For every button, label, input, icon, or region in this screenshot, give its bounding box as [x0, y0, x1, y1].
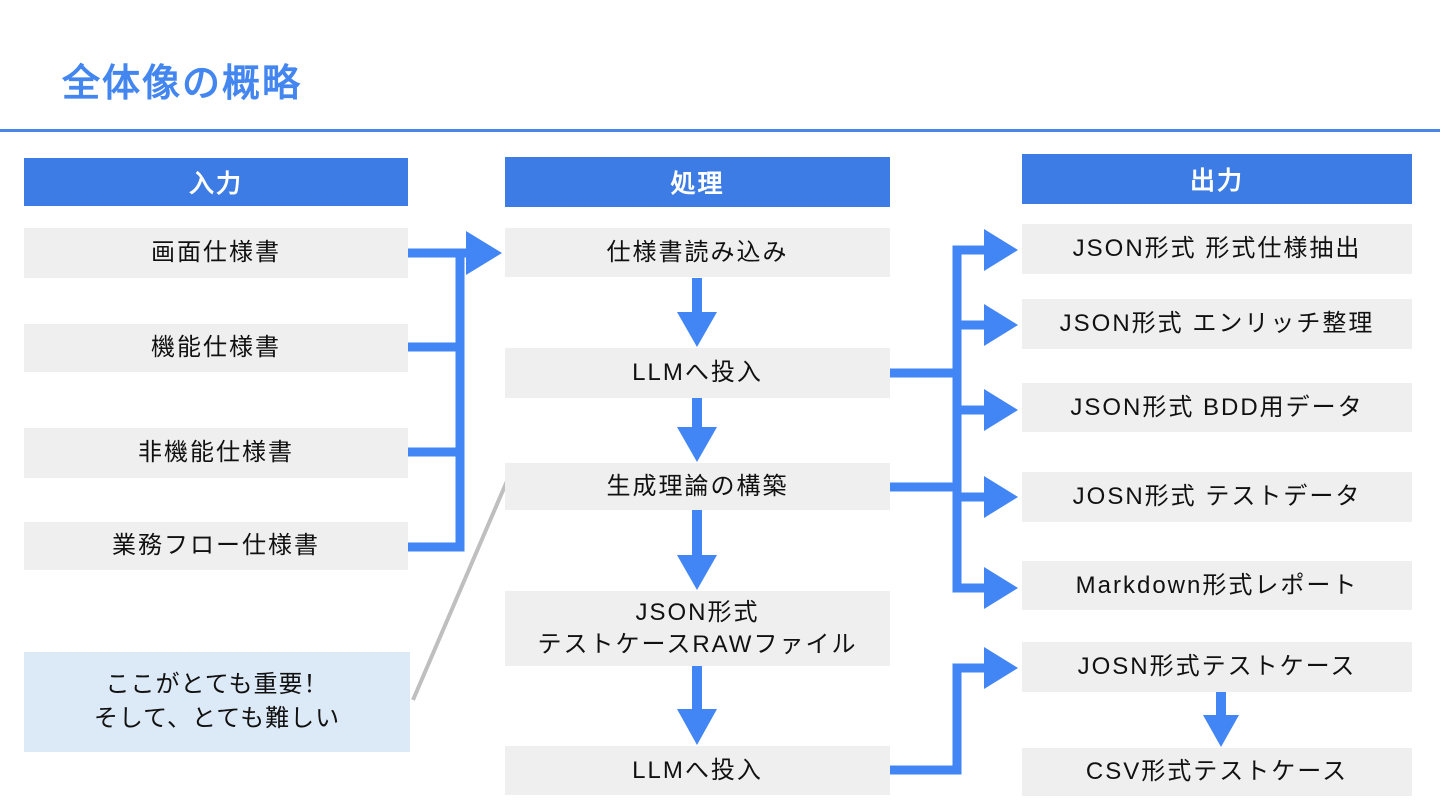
arrow-step2-step3-head [677, 427, 717, 462]
node-json-spec-extract: JSON形式 形式仕様抽出 [1022, 224, 1412, 274]
arrow-step3-step4-head [677, 555, 717, 590]
arrowhead-output-6 [984, 647, 1018, 689]
arrow-josn-csv-head [1203, 715, 1239, 747]
arrowhead-output-5 [984, 567, 1018, 609]
arrow-step1-step2-head [677, 312, 717, 347]
node-functional-spec: 機能仕様書 [24, 324, 408, 372]
output-column-header: 出力 [1022, 154, 1412, 204]
node-json-raw-file-line-1: JSON形式 [635, 599, 760, 627]
node-json-enrich: JSON形式 エンリッチ整理 [1022, 299, 1412, 349]
node-nonfunctional-spec: 非機能仕様書 [24, 428, 408, 478]
node-generation-theory: 生成理論の構築 [505, 463, 890, 510]
node-llm-input-1: LLMへ投入 [505, 348, 890, 398]
node-json-raw-file: JSON形式 テストケースRAWファイル [505, 591, 890, 666]
arrowhead-into-step1 [466, 231, 502, 275]
note-callout-line [411, 480, 509, 701]
node-json-raw-file-line-2: テストケースRAWファイル [537, 630, 858, 658]
node-josn-test-data: JOSN形式 テストデータ [1022, 472, 1412, 522]
node-markdown-report: Markdown形式レポート [1022, 561, 1412, 610]
step5-elbow [885, 663, 989, 775]
node-spec-loading: 仕様書読み込み [505, 228, 890, 277]
arrowhead-output-3 [984, 389, 1018, 431]
node-josn-test-case: JOSN形式テストケース [1022, 642, 1412, 692]
node-business-flow-spec: 業務フロー仕様書 [24, 522, 408, 570]
node-csv-test-case: CSV形式テストケース [1022, 748, 1412, 796]
node-llm-input-2: LLMへ投入 [505, 746, 890, 795]
input-column-header: 入力 [24, 158, 408, 206]
arrow-step4-step5-head [677, 709, 717, 745]
note-line-2: そして、とても難しい [93, 705, 341, 732]
page-title: 全体像の概略 [62, 63, 303, 105]
node-screen-spec: 画面仕様書 [24, 228, 408, 278]
note-box: ここがとても重要！ そして、とても難しい [24, 652, 410, 752]
title-divider [0, 129, 1440, 132]
node-json-bdd-data: JSON形式 BDD用データ [1022, 383, 1412, 432]
process-column-header: 処理 [505, 157, 890, 207]
note-line-1: ここがとても重要！ [105, 671, 329, 699]
arrowhead-output-2 [984, 304, 1018, 346]
arrowhead-output-4 [984, 476, 1018, 518]
arrowhead-output-1 [984, 229, 1018, 271]
